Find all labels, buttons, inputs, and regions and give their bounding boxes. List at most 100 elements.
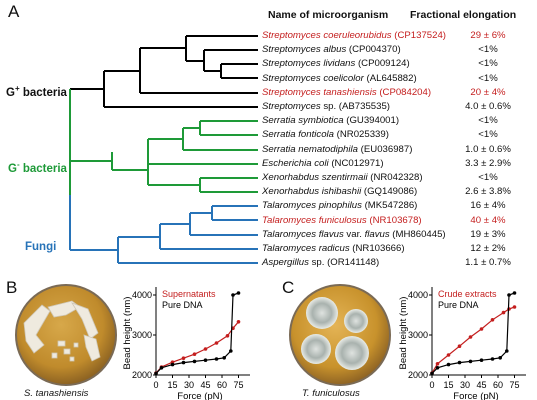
- elongation-value: <1%: [478, 129, 498, 141]
- data-point-0: [214, 341, 219, 345]
- organism-species: Streptomyces albus: [262, 44, 347, 56]
- data-point-1: [446, 362, 451, 367]
- x-tick-label: 30: [460, 380, 470, 390]
- data-point-1: [192, 359, 197, 364]
- group-gpos-suffix: bacteria: [19, 86, 67, 99]
- header-elongation: Fractional elongation: [410, 9, 517, 21]
- organism-variety: flavus: [364, 228, 390, 240]
- x-tick-label: 15: [443, 380, 453, 390]
- elongation-value: <1%: [478, 58, 498, 70]
- data-point-1: [457, 360, 462, 365]
- x-axis-label: Force (pN): [177, 391, 222, 400]
- organism-species: Streptomyces tanashiensis: [262, 86, 377, 98]
- legend-0: Crude extracts: [438, 289, 497, 299]
- organism-accession: (CP137524): [391, 30, 446, 41]
- y-tick-label: 2000: [132, 370, 152, 380]
- plate-image-c: [289, 284, 391, 386]
- organism-name: Streptomyces albus (CP004370): [262, 44, 401, 56]
- legend-1: Pure DNA: [438, 300, 479, 310]
- x-tick-label: 75: [509, 380, 519, 390]
- organism-name: Talaromyces funiculosus (NR103678): [262, 215, 422, 227]
- elongation-value: 16 ± 4%: [470, 200, 506, 212]
- organism-species: Serratia fonticola: [262, 129, 334, 141]
- organism-accession: (CP084204): [376, 86, 432, 98]
- data-point-0: [468, 335, 473, 339]
- organism-species: Talaromyces flavus: [262, 228, 344, 240]
- data-point-1: [214, 357, 219, 361]
- organism-species: Streptomyces coeruleorubidus: [262, 30, 392, 41]
- organism-accession-2: (MH860445): [389, 228, 446, 240]
- x-tick-label: 0: [153, 380, 158, 390]
- data-point-0: [479, 327, 484, 331]
- y-axis-label: Bead height (nm): [398, 297, 409, 370]
- elongation-value: 4.0 ± 0.6%: [465, 101, 511, 112]
- organism-accession: (NR042328): [367, 172, 423, 183]
- elongation-value: 1.1 ± 0.7%: [465, 257, 511, 269]
- data-point-1: [159, 366, 164, 370]
- series-line-0: [431, 306, 515, 374]
- data-point-1: [229, 349, 233, 353]
- elongation-value: 40 ± 4%: [470, 214, 506, 226]
- data-point-1: [236, 291, 241, 295]
- group-label-gpos: G+ bacteria: [6, 84, 67, 99]
- organism-species: Talaromyces funiculosus: [262, 214, 367, 226]
- elongation-value: 19 ± 3%: [470, 228, 506, 240]
- elongation-value: <1%: [478, 172, 498, 183]
- data-point-1: [170, 362, 175, 367]
- data-point-0: [435, 362, 440, 366]
- data-point-0: [203, 347, 208, 351]
- x-tick-label: 45: [476, 380, 486, 390]
- x-tick-label: 0: [429, 380, 434, 390]
- data-point-0: [181, 356, 186, 360]
- organism-species: Serratia nematodiphila: [262, 143, 358, 155]
- y-tick-label: 2000: [408, 370, 428, 380]
- organism-species: Xenorhabdus ishibashii: [262, 186, 362, 198]
- organism-name: Streptomyces coeruleorubidus (CP137524): [262, 30, 446, 42]
- organism-accession: (CP009124): [355, 58, 410, 70]
- group-gpos-letter: G: [6, 86, 15, 99]
- x-tick-label: 60: [217, 380, 227, 390]
- panel-label-a: A: [8, 2, 20, 21]
- data-point-1: [507, 293, 511, 297]
- organism-name: Streptomyces lividans (CP009124): [262, 58, 410, 70]
- tree-fungi-branches: [69, 195, 258, 264]
- elongation-value: 3.3 ± 2.9%: [465, 157, 511, 169]
- group-label-fungi: Fungi: [25, 241, 57, 253]
- organism-name: Streptomyces coelicolor (AL645882): [262, 73, 417, 85]
- y-tick-label: 4000: [408, 290, 428, 300]
- group-gneg-sup: -: [16, 160, 20, 169]
- elongation-value: <1%: [478, 44, 498, 56]
- data-point-1: [479, 358, 484, 362]
- elongation-value: 1.0 ± 0.6%: [465, 143, 511, 155]
- organism-species: Aspergillus: [262, 257, 309, 269]
- elongation-value: 20 ± 4%: [470, 86, 506, 98]
- legend-0: Supernatants: [162, 289, 216, 299]
- tree-gpos-branches: [70, 35, 258, 108]
- organism-species: Streptomyces: [262, 101, 321, 112]
- x-tick-label: 15: [167, 380, 177, 390]
- organism-accession: (NR103678): [366, 214, 422, 226]
- organism-species: Serratia symbiotica: [262, 115, 344, 127]
- group-label-gneg: G- bacteria: [8, 160, 67, 175]
- organism-species: Talaromyces radicus: [262, 243, 350, 254]
- y-tick-label: 3000: [408, 330, 428, 340]
- data-point-1: [222, 356, 226, 360]
- organism-name: Xenorhabdus szentirmaii (NR042328): [262, 172, 423, 184]
- data-point-1: [231, 293, 235, 297]
- x-tick-label: 60: [493, 380, 503, 390]
- tree-gneg-branches: [69, 89, 258, 195]
- organism-accession: sp. (OR141148): [308, 257, 380, 269]
- organism-accession: (NC012971): [328, 157, 384, 169]
- legend-1: Pure DNA: [162, 300, 203, 310]
- organism-species: Escherichia coli: [262, 157, 329, 169]
- phylogenetic-tree: [69, 35, 258, 264]
- organism-species: Xenorhabdus szentirmaii: [262, 172, 368, 183]
- data-point-1: [468, 359, 473, 364]
- organism-name: Streptomyces sp. (AB735535): [262, 101, 390, 113]
- organism-name: Xenorhabdus ishibashii (GQ149086): [262, 186, 417, 198]
- x-tick-label: 75: [233, 380, 243, 390]
- organism-name: Talaromyces radicus (NR103666): [262, 243, 405, 255]
- elongation-value: 12 ± 2%: [470, 243, 506, 254]
